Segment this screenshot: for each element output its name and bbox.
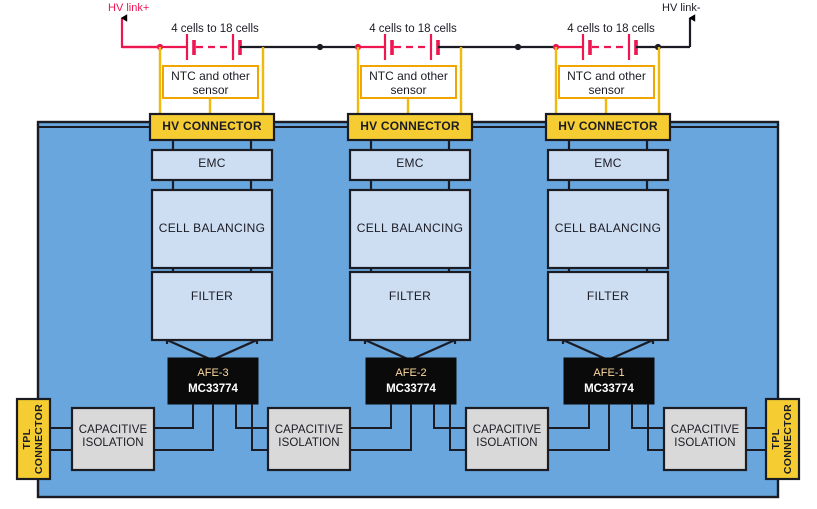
tpl-connector-label-right: TPL CONNECTOR xyxy=(770,403,795,475)
daisy-chain-wiring xyxy=(50,404,766,451)
tpl-connector-boxes xyxy=(15,397,801,481)
hv-link-positive-wire xyxy=(120,14,160,49)
column-3-group xyxy=(38,47,310,405)
tpl-connector-right[interactable]: TPL CONNECTOR xyxy=(766,399,799,479)
tpl-connector-left[interactable]: TPL CONNECTOR xyxy=(17,399,50,479)
hv-link-negative-wire xyxy=(658,14,696,49)
cell-string-segment-3 xyxy=(122,34,324,60)
tpl-connector-label-left: TPL CONNECTOR xyxy=(21,403,46,475)
column-2-group xyxy=(310,47,508,405)
column-1-group xyxy=(508,47,778,405)
cell-string-segment-1 xyxy=(518,34,662,60)
capacitive-isolation-boxes xyxy=(70,406,748,472)
cell-string-segment-2 xyxy=(320,34,522,60)
